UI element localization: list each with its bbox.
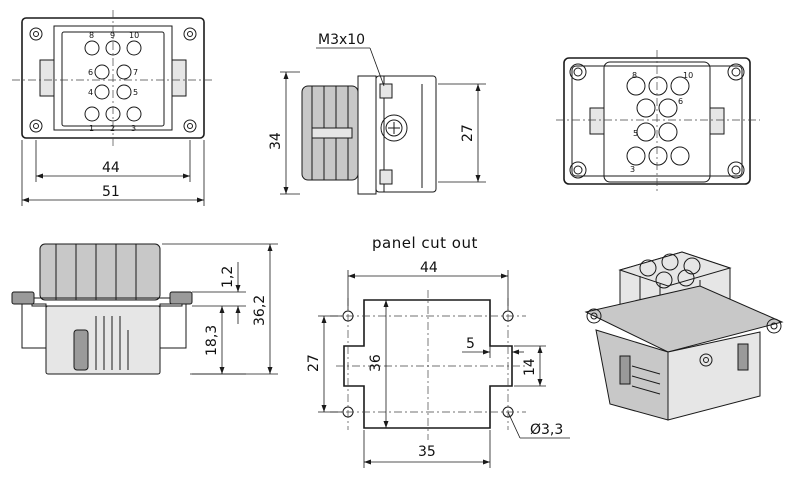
rear-pin-label: 8 (632, 71, 637, 80)
front-latch-right (171, 59, 187, 97)
pin-3 (126, 106, 142, 122)
pin-label: 10 (129, 31, 139, 40)
bottom-side-view: 36,2 1,2 18,3 (11, 243, 278, 375)
pin-6 (94, 64, 110, 80)
front-screw-tr (183, 27, 197, 41)
front-pins (84, 40, 142, 122)
pin-1 (84, 106, 100, 122)
pin-10 (126, 40, 142, 56)
dim-side-outer: 34 (268, 132, 284, 150)
pin-7 (116, 64, 132, 80)
dim-cutout-bottom: 35 (418, 444, 436, 460)
cutout-title: panel cut out (372, 234, 478, 252)
bottom-contact-body (39, 243, 161, 301)
side-view: M3x10 34 27 (268, 32, 486, 195)
dim-bottom-total: 36,2 (252, 295, 268, 326)
rear-pin-label: 6 (678, 97, 683, 106)
dim-bottom-mid: 18,3 (204, 325, 220, 356)
front-screw-br (183, 119, 197, 133)
rear-pin-label: 3 (630, 165, 635, 174)
front-latch-left (39, 59, 55, 97)
rear-view: 8 10 6 5 3 (556, 50, 760, 192)
bottom-hood (45, 305, 161, 375)
dim-cutout-notch-h: 14 (522, 358, 538, 376)
side-hood (375, 75, 437, 193)
pin-8 (84, 40, 100, 56)
side-screw-head (380, 114, 408, 142)
dim-front-inner: 44 (102, 160, 120, 176)
panel-cutout-view: panel cut out 44 27 36 5 (306, 234, 570, 468)
pin-5 (116, 84, 132, 100)
dim-cutout-inner: 36 (368, 354, 384, 372)
dim-side-inner: 27 (460, 124, 476, 142)
front-view: 8 9 10 6 7 4 5 1 2 3 44 51 (12, 10, 214, 206)
front-screw-bl (29, 119, 43, 133)
isometric-view (584, 251, 784, 421)
dim-cutout-top: 44 (420, 260, 438, 276)
pin-label: 2 (110, 124, 115, 133)
dim-front-outer: 51 (102, 184, 120, 200)
side-slot (311, 127, 353, 139)
pin-label: 7 (133, 68, 138, 77)
rear-pin-label: 5 (633, 129, 638, 138)
dim-cutout-left: 27 (306, 354, 322, 372)
side-flange (357, 75, 377, 195)
pin-4 (94, 84, 110, 100)
pin-label: 6 (88, 68, 93, 77)
pin-label: 9 (110, 31, 115, 40)
pin-label: 8 (89, 31, 94, 40)
pin-label: 4 (88, 88, 93, 97)
screw-callout: M3x10 (318, 32, 365, 48)
dim-bottom-small: 1,2 (220, 266, 236, 288)
dim-cutout-notch-w: 5 (466, 336, 475, 352)
pin-label: 1 (89, 124, 94, 133)
pin-label: 5 (133, 88, 138, 97)
rear-pin-label: 10 (683, 71, 693, 80)
dim-hole-diameter: Ø3,3 (530, 422, 563, 438)
front-screw-tl (29, 27, 43, 41)
pin-label: 3 (131, 124, 136, 133)
